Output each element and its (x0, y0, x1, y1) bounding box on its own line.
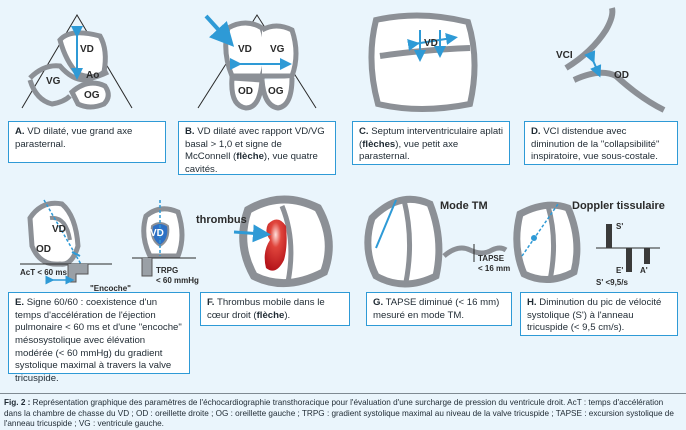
caption-g-text: TAPSE diminué (< 16 mm) mesuré en mode T… (373, 297, 500, 321)
label-b-od: OD (238, 86, 253, 97)
label-d-od: OD (614, 70, 629, 81)
footer-divider (0, 393, 686, 394)
caption-c-text: Septum interventriculaire aplati ( (359, 126, 503, 150)
label-a-og: OG (84, 90, 100, 101)
label-h-e: E' (616, 266, 624, 275)
label-b-vg: VG (270, 44, 285, 55)
caption-h-letter: H. (527, 297, 537, 308)
label-h-a: A' (640, 266, 648, 275)
caption-g: G. TAPSE diminué (< 16 mm) mesuré en mod… (366, 292, 512, 326)
label-e2-vd: VD (150, 228, 164, 239)
caption-f-text-end: ). (284, 309, 291, 321)
caption-h: H. Diminution du pic de vélocité systoli… (520, 292, 678, 336)
caption-f-letter: F. (207, 297, 215, 308)
label-e2-trpg-value: < 60 mmHg (156, 276, 199, 285)
caption-b-text-end: ), vue quatre cavités. (185, 151, 318, 175)
caption-b-text: VD dilaté avec rapport VD/VG basal > 1,0… (185, 126, 325, 163)
caption-c: C. Septum interventriculaire aplati (flè… (352, 121, 510, 165)
panel-c-diagram (368, 12, 478, 112)
label-a-vd: VD (80, 44, 94, 55)
label-h-title: Doppler tissulaire (572, 200, 665, 212)
label-h-s: S' (616, 222, 624, 231)
label-b-vd: VD (238, 44, 252, 55)
caption-b: B. VD dilaté avec rapport VD/VG basal > … (178, 121, 336, 175)
caption-d: D. VCI distendue avec diminution de la "… (524, 121, 678, 165)
caption-a-text: VD dilaté, vue grand axe parasternal. (15, 126, 133, 150)
caption-f: F. Thrombus mobile dans le cœur droit (f… (200, 292, 350, 326)
caption-a: A. VD dilaté, vue grand axe parasternal. (8, 121, 166, 163)
figure-caption: Fig. 2 : Représentation graphique des pa… (4, 398, 682, 430)
caption-c-letter: C. (359, 126, 369, 137)
panel-g-diagram (364, 195, 508, 288)
caption-e: E. Signe 60/60 : coexistence d'un temps … (8, 292, 190, 384)
label-d-vci: VCI (556, 50, 573, 61)
panel-e-diagram (20, 199, 112, 285)
caption-e-letter: E. (15, 297, 25, 308)
label-a-ao: Ao (86, 70, 100, 81)
caption-f-text: Thrombus mobile dans le cœur droit ( (207, 297, 325, 321)
caption-c-text-end: ), vue petit axe parasternal. (359, 138, 459, 163)
figure-caption-text: Représentation graphique des paramètres … (4, 398, 674, 429)
caption-e-text: Signe 60/60 : coexistence d'un temps d'a… (15, 297, 182, 384)
panel-e2-diagram (132, 200, 196, 277)
label-h-s-value: S' <9,5/s (596, 278, 628, 287)
caption-a-letter: A. (15, 126, 25, 137)
panel-h-diagram (513, 201, 660, 283)
label-g-mode-tm: Mode TM (440, 200, 488, 212)
caption-g-letter: G. (373, 297, 384, 308)
label-e-encoche: "Encoche" (90, 284, 131, 293)
label-f-thrombus: thrombus (196, 214, 247, 226)
panel-a-diagram (21, 14, 133, 110)
caption-f-bold: flèche (256, 309, 285, 321)
figure-caption-label: Fig. 2 : (4, 398, 31, 407)
label-e-act: AcT < 60 ms (20, 268, 67, 277)
caption-d-letter: D. (531, 126, 541, 137)
label-g-tapse-value: < 16 mm (478, 264, 511, 273)
label-e2-trpg: TRPG (156, 266, 179, 275)
label-e-od: OD (36, 244, 51, 255)
label-c-vd: VD (424, 38, 438, 49)
caption-b-letter: B. (185, 126, 195, 137)
label-e-vd: VD (52, 224, 66, 235)
caption-d-text: VCI distendue avec diminution de la "col… (531, 126, 660, 163)
panel-f-diagram (233, 195, 333, 288)
label-a-vg: VG (46, 76, 61, 87)
label-g-tapse: TAPSE (478, 254, 505, 263)
caption-c-bold: flèches (362, 138, 396, 150)
panel-b-diagram (197, 14, 317, 111)
panel-d-diagram (564, 7, 666, 113)
caption-b-bold: flèche (236, 151, 264, 163)
caption-h-text: Diminution du pic de vélocité systolique… (527, 297, 662, 334)
label-b-og: OG (268, 86, 284, 97)
